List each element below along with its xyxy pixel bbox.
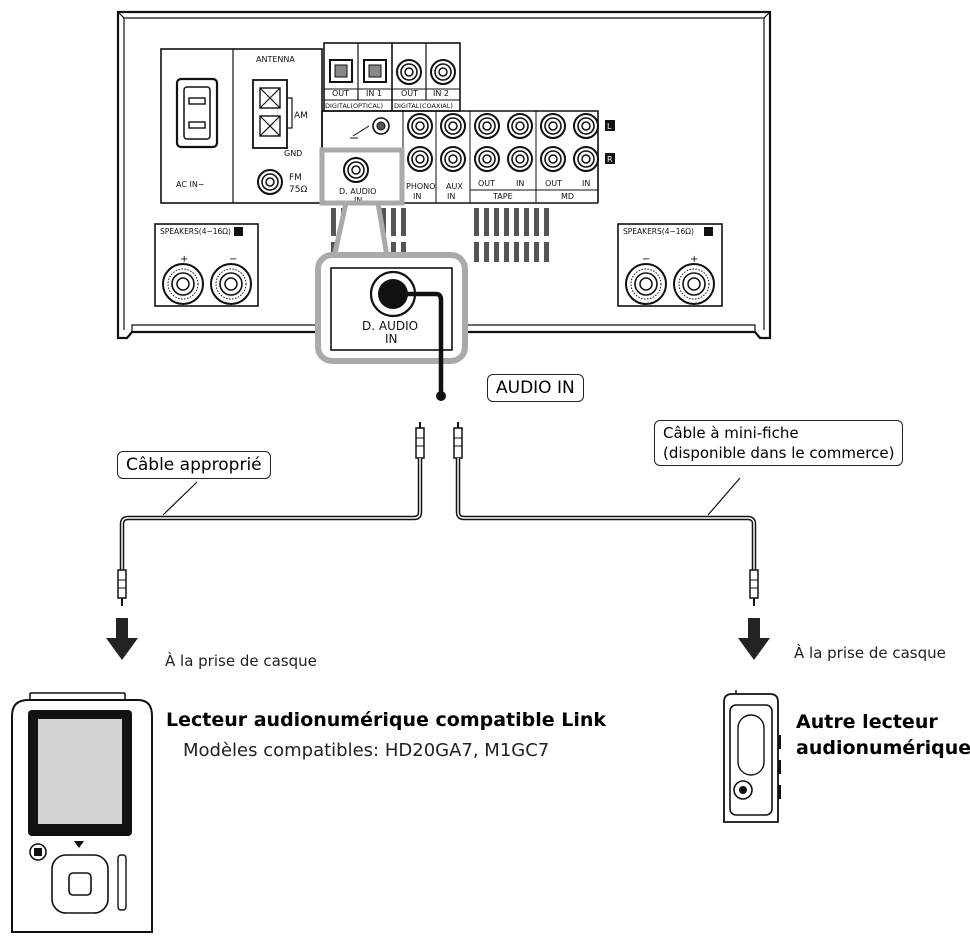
tape-out-label: OUT (478, 179, 495, 188)
link-player-device-icon (11, 692, 153, 933)
md-label: MD (561, 192, 574, 201)
channel-r-text: R (607, 155, 613, 164)
channel-l-badge (605, 120, 615, 131)
am-label: AM (294, 111, 308, 121)
md-in-label: IN (582, 179, 590, 188)
other-player-device-icon (723, 690, 781, 823)
zoom-d-audio-label: D. AUDIO (362, 319, 418, 333)
speaker-l-plus-terminal-icon (673, 263, 715, 305)
power-antenna-section (160, 48, 323, 204)
right-cable (455, 458, 757, 572)
device-right-title-line2: audionumérique (796, 737, 970, 759)
audio-in-label: AUDIO IN (487, 374, 584, 402)
speaker-r-plus-label: + (180, 254, 188, 265)
fm-label: FM (289, 173, 302, 183)
speakers-r-section (154, 223, 259, 307)
leader-left (162, 481, 198, 516)
speakers-r-label: SPEAKERS(4−16Ω) (160, 227, 231, 236)
plug-left-top (415, 422, 425, 459)
speakers-l-section (617, 223, 723, 307)
fm-antenna-jack-icon (257, 169, 283, 195)
d-audio-panel-label: D. AUDIO (339, 187, 376, 196)
cable-right-label: Câble à mini-fiche (disponible dans le c… (654, 420, 904, 466)
digital-out-label: OUT (332, 89, 349, 98)
arrow-down-left-icon (106, 618, 138, 660)
aux-label: AUX (446, 182, 463, 191)
plug-left-bottom (117, 569, 127, 606)
digital-coaxial-label: DIGITAL(COAXIAL) (394, 102, 453, 110)
speaker-r-minus-label: − (229, 254, 237, 265)
channel-r-badge (605, 153, 615, 164)
phono-label: PHONO (406, 182, 435, 191)
coax-in2-jack-icon (430, 59, 456, 85)
plug-right-bottom (749, 569, 759, 606)
ac-in-label: AC IN∼ (176, 180, 205, 189)
coax-out-jack-icon (396, 59, 422, 85)
zoom-callout (315, 252, 468, 364)
speaker-l-minus-terminal-icon (625, 263, 667, 305)
speaker-r-plus-terminal-icon (162, 263, 204, 305)
channel-l-text: L (607, 122, 612, 131)
aux-in-label: IN (447, 192, 455, 201)
antenna-label: ANTENNA (256, 55, 295, 64)
tape-in-label: IN (516, 179, 524, 188)
gnd-label: GND (284, 149, 302, 158)
digital-in1-label: IN 1 (366, 89, 382, 98)
tape-label: TAPE (492, 192, 513, 201)
phono-in-label: IN (413, 192, 421, 201)
cable-right-line2: (disponible dans le commerce) (663, 444, 895, 462)
zoom-d-audio-in-label: IN (385, 332, 398, 346)
cable-right-line1: Câble à mini-fiche (663, 424, 799, 442)
d-audio-in-jack-icon (343, 157, 369, 183)
md-out-label: OUT (545, 179, 562, 188)
coax-out-label: OUT (401, 89, 418, 98)
leader-right (707, 477, 741, 516)
speakers-l-label: SPEAKERS(4−16Ω) (623, 227, 694, 236)
dest-left-label: À la prise de casque (165, 652, 317, 670)
d-audio-in-cable (393, 291, 444, 393)
dest-right-label: À la prise de casque (794, 644, 946, 662)
plug-right-top (453, 422, 463, 459)
cable-left-label: Câble approprié (117, 451, 271, 479)
cable-junction-dot (436, 391, 446, 401)
arrow-down-right-icon (738, 618, 770, 660)
coax-in2-label: IN 2 (433, 89, 449, 98)
device-left-title: Lecteur audionumérique compatible Link (166, 709, 607, 731)
device-right-title-line1: Autre lecteur (796, 711, 938, 733)
device-left-models: Modèles compatibles: HD20GA7, M1GC7 (183, 740, 550, 761)
fm-ohm-label: 75Ω (289, 185, 307, 195)
digital-optical-label: DIGITAL(OPTICAL) (325, 102, 383, 110)
speaker-l-minus-label: − (642, 254, 650, 265)
speaker-l-plus-label: + (690, 254, 698, 265)
device-right-title: Autre lecteur audionumérique (796, 709, 970, 761)
speaker-r-minus-terminal-icon (210, 263, 252, 305)
